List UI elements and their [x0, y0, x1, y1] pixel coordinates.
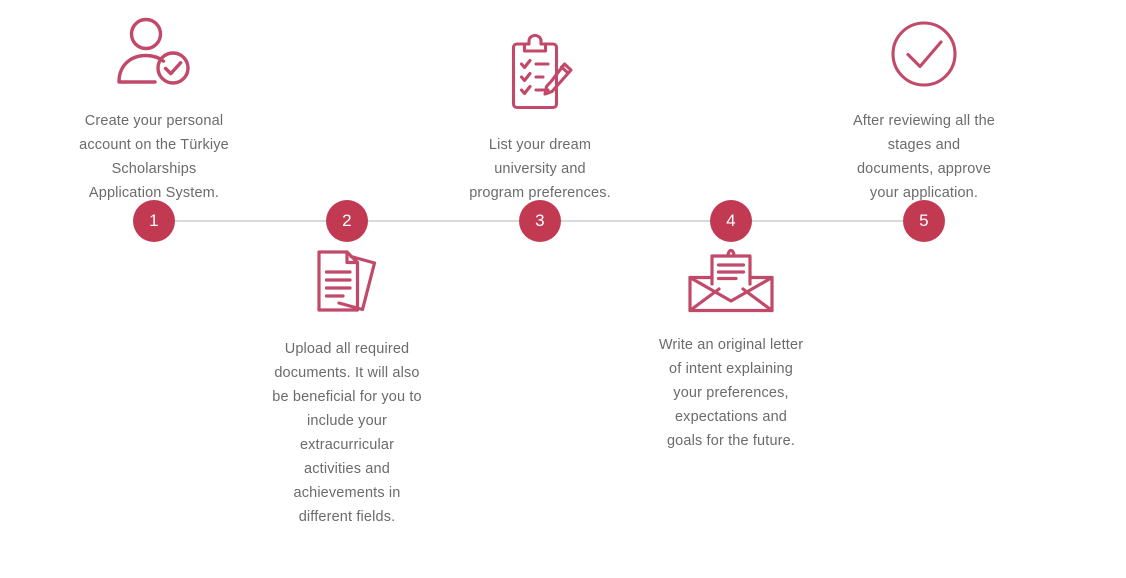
- step-block-3: List your dream university and program p…: [425, 33, 655, 205]
- step-node-2[interactable]: 2: [326, 200, 368, 242]
- step-description-5: After reviewing all the stages and docum…: [852, 113, 996, 201]
- step-description-4: Write an original letter of intent expla…: [658, 337, 804, 449]
- user-check-icon: [39, 16, 269, 93]
- step-node-1[interactable]: 1: [133, 200, 175, 242]
- step-block-5: After reviewing all the stages and docum…: [809, 20, 1039, 205]
- step-description-1: Create your personal account on the Türk…: [79, 113, 229, 201]
- step-block-1: Create your personal account on the Türk…: [39, 16, 269, 205]
- step-description-3: List your dream university and program p…: [469, 137, 611, 201]
- documents-icon: [232, 248, 462, 323]
- step-node-5[interactable]: 5: [903, 200, 945, 242]
- open-envelope-icon: [616, 248, 846, 319]
- step-node-3[interactable]: 3: [519, 200, 561, 242]
- clipboard-pencil-icon: [425, 33, 655, 117]
- step-block-4: Write an original letter of intent expla…: [616, 248, 846, 453]
- check-circle-icon: [809, 20, 1039, 93]
- step-node-4[interactable]: 4: [710, 200, 752, 242]
- step-block-2: Upload all required documents. It will a…: [232, 248, 462, 529]
- step-description-2: Upload all required documents. It will a…: [272, 341, 422, 525]
